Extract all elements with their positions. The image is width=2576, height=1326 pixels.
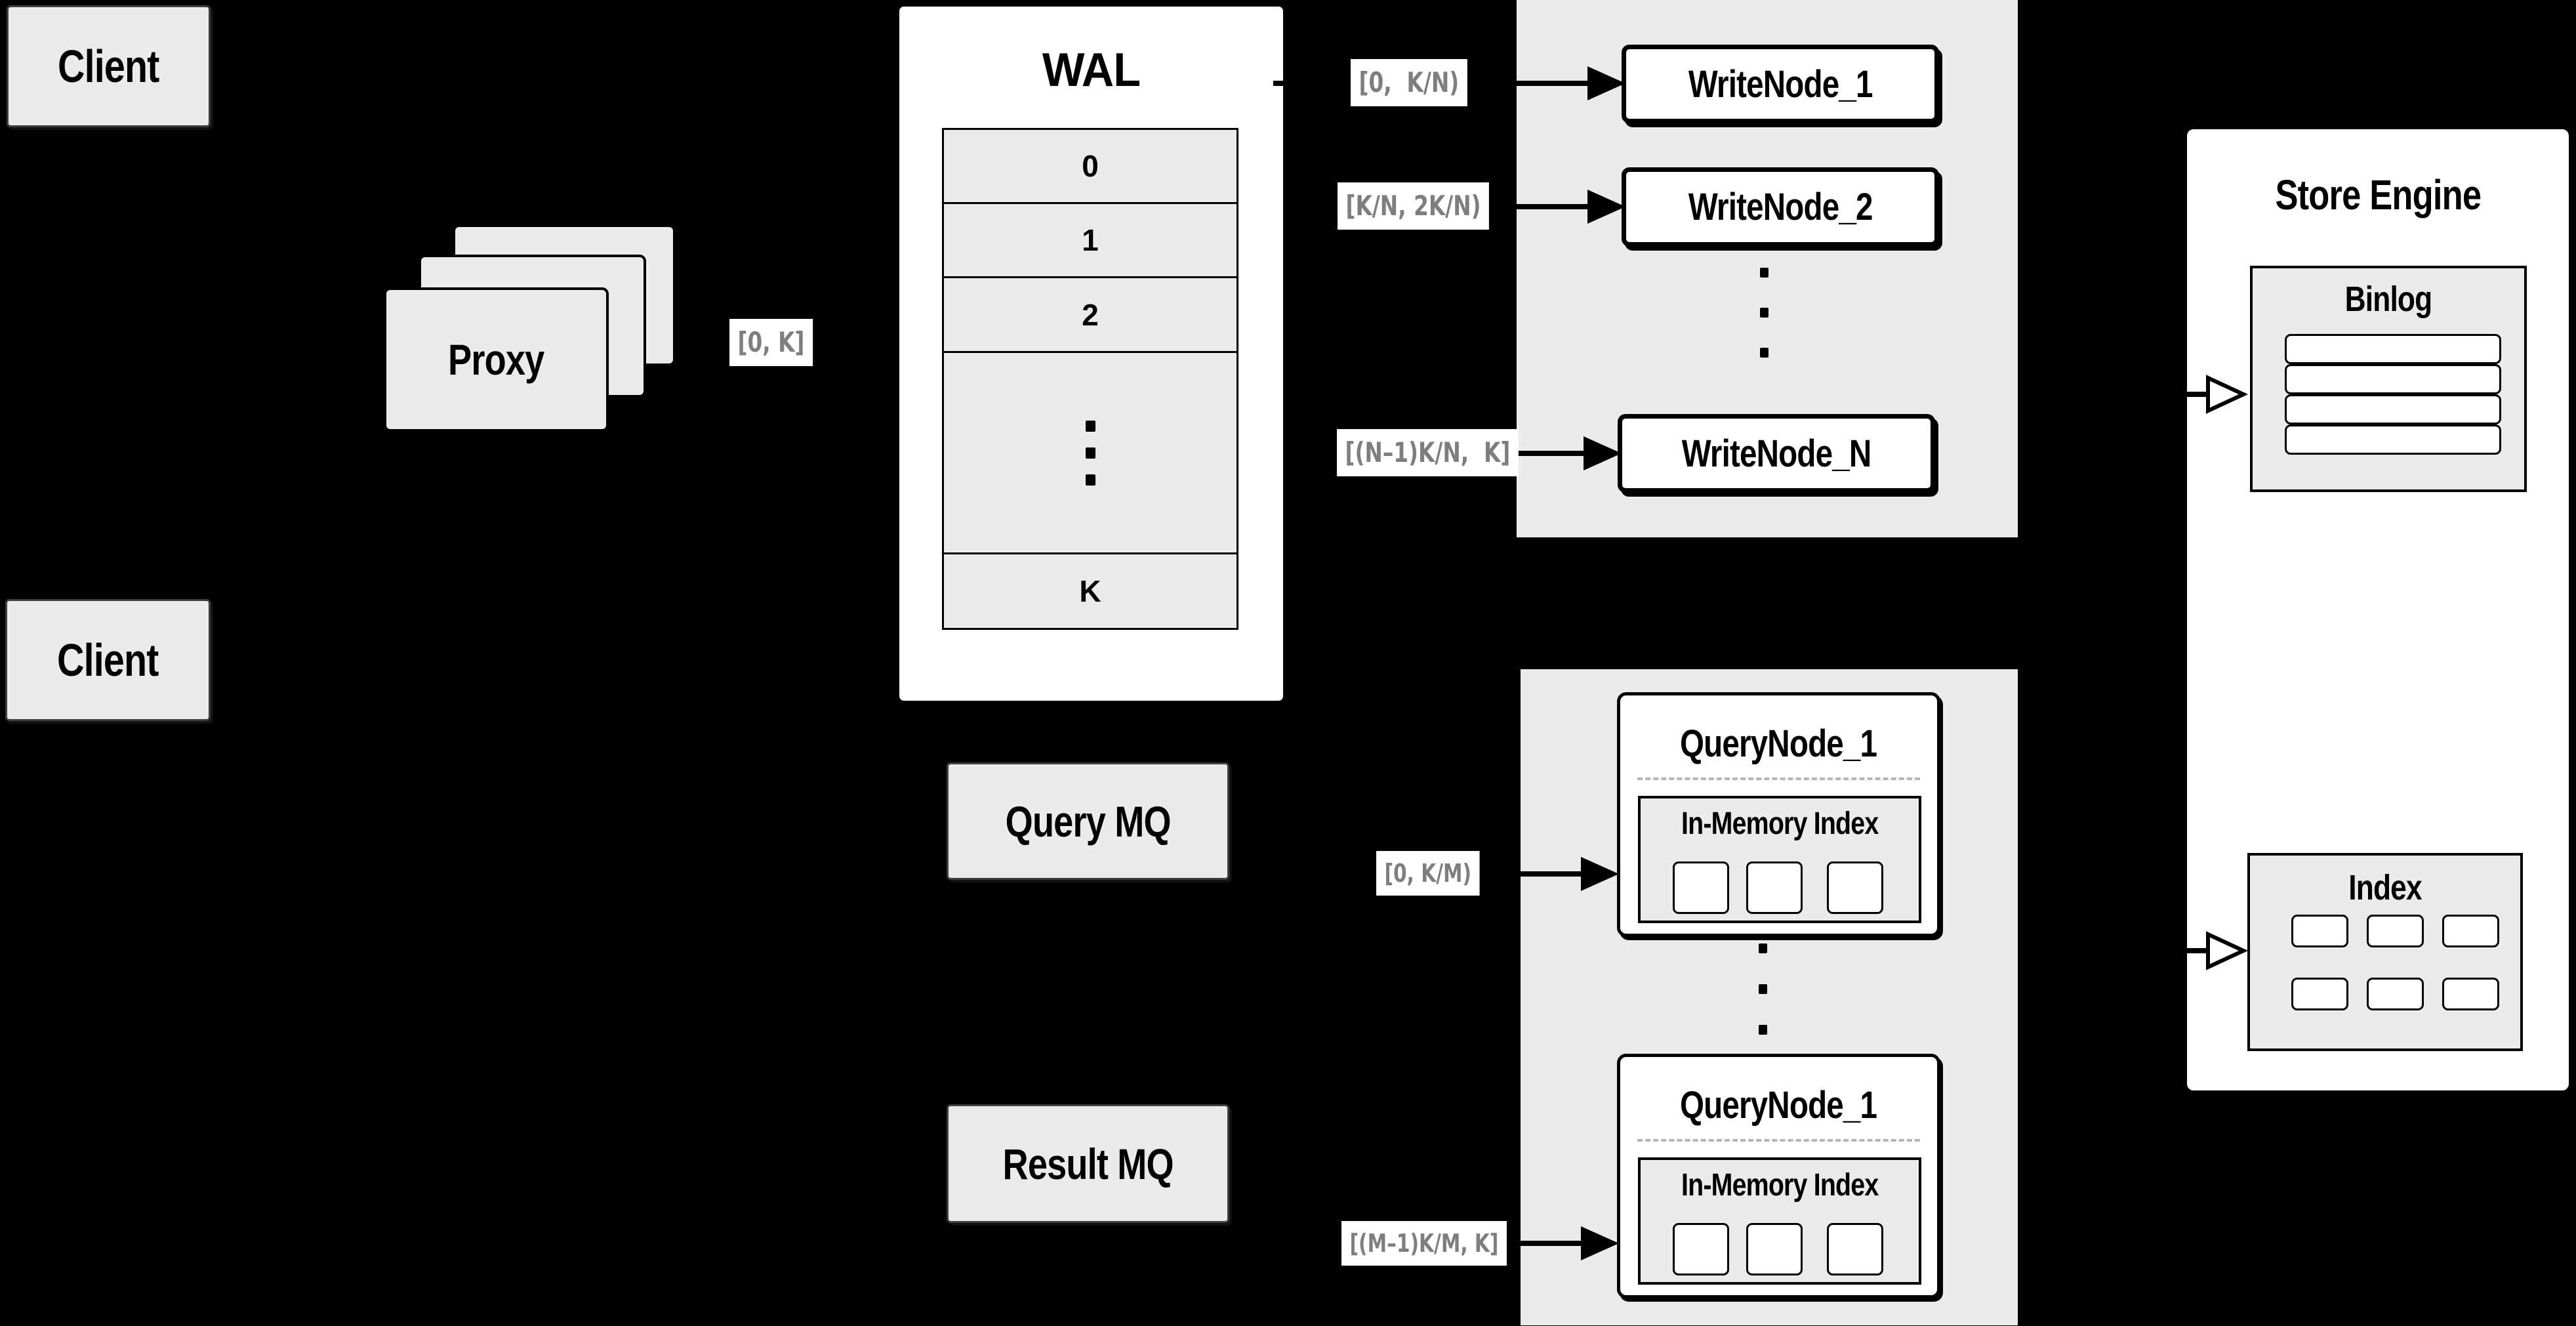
range-label-query-m: [(M–1)K/M, K] bbox=[1341, 1221, 1507, 1266]
result-mq-label: Result MQ bbox=[1002, 1139, 1174, 1188]
inmemory-index-label: In-Memory Index bbox=[1681, 1167, 1879, 1203]
index-cell bbox=[2367, 978, 2424, 1010]
store-engine-panel: Store Engine Binlog Index bbox=[2184, 127, 2571, 1093]
index-cell bbox=[1746, 861, 1803, 914]
wal-ellipsis-row bbox=[942, 351, 1238, 554]
range-label-query-1: [0, K/M) bbox=[1376, 851, 1480, 896]
wal-segment-row: 1 bbox=[942, 202, 1238, 278]
write-node-2-label: WriteNode_2 bbox=[1688, 186, 1873, 228]
write-node-2: WriteNode_2 bbox=[1622, 167, 1939, 247]
write-node-n-label: WriteNode_N bbox=[1681, 432, 1872, 475]
inmemory-index-label: In-Memory Index bbox=[1681, 806, 1879, 841]
wal-title-wrap: WAL bbox=[899, 41, 1283, 100]
client-box-top: Client bbox=[7, 5, 211, 127]
index-cell bbox=[2367, 915, 2424, 947]
wal-segment-table: 0 1 2 K bbox=[942, 128, 1238, 630]
wal-title: WAL bbox=[1042, 44, 1141, 96]
client-bottom-label: Client bbox=[57, 634, 159, 686]
range-label-write-1: [0, K/N) bbox=[1351, 59, 1467, 106]
index-cell bbox=[1673, 1223, 1729, 1275]
range-label-write-2: [K/N, 2K/N) bbox=[1338, 182, 1490, 230]
query-node-1-title: QueryNode_1 bbox=[1680, 722, 1877, 765]
store-engine-title: Store Engine bbox=[2275, 171, 2482, 218]
query-node-2-title-wrap: QueryNode_1 bbox=[1620, 1075, 1937, 1134]
index-cell bbox=[1673, 861, 1729, 914]
index-cell bbox=[2442, 978, 2499, 1010]
query-node-1-title-wrap: QueryNode_1 bbox=[1620, 714, 1937, 773]
index-cell bbox=[1827, 861, 1883, 914]
store-index-box: Index bbox=[2247, 853, 2523, 1051]
query-node-2-inmemory-index: In-Memory Index bbox=[1638, 1157, 1921, 1285]
proxy-label: Proxy bbox=[448, 335, 544, 384]
binlog-row bbox=[2285, 394, 2501, 425]
binlog-label: Binlog bbox=[2344, 280, 2433, 319]
query-node-1: QueryNode_1 In-Memory Index bbox=[1617, 692, 1940, 937]
binlog-row bbox=[2285, 425, 2501, 455]
binlog-row bbox=[2285, 334, 2501, 364]
query-node-2: QueryNode_1 In-Memory Index bbox=[1617, 1054, 1940, 1298]
wal-segment-row: 2 bbox=[942, 276, 1238, 353]
index-cell bbox=[2291, 978, 2348, 1010]
binlog-box: Binlog bbox=[2250, 266, 2527, 492]
write-node-1-label: WriteNode_1 bbox=[1688, 62, 1873, 106]
range-label-write-n: [(N–1)K/N, K] bbox=[1337, 429, 1519, 476]
index-cell bbox=[1827, 1223, 1883, 1275]
binlog-row bbox=[2285, 364, 2501, 394]
write-cluster-ellipsis-icon bbox=[1760, 268, 1768, 358]
index-cell bbox=[2291, 915, 2348, 947]
query-node-2-divider bbox=[1637, 1139, 1920, 1142]
write-node-n: WriteNode_N bbox=[1618, 414, 1935, 493]
client-box-bottom: Client bbox=[5, 599, 211, 721]
proxy-card-front: Proxy bbox=[384, 287, 609, 432]
query-cluster-ellipsis-icon bbox=[1759, 943, 1767, 1035]
query-node-2-title: QueryNode_1 bbox=[1680, 1083, 1877, 1127]
vertical-ellipsis-icon bbox=[1085, 405, 1095, 501]
store-index-label: Index bbox=[2348, 868, 2422, 907]
range-label-proxy-wal: [0, K] bbox=[729, 319, 813, 366]
wal-last-segment-row: K bbox=[942, 552, 1238, 630]
query-node-1-inmemory-index: In-Memory Index bbox=[1638, 796, 1921, 923]
index-cell bbox=[1746, 1223, 1803, 1275]
wal-box: WAL 0 1 2 K bbox=[897, 5, 1285, 703]
query-node-1-divider bbox=[1637, 777, 1920, 780]
result-mq-box: Result MQ bbox=[947, 1104, 1229, 1223]
client-top-label: Client bbox=[58, 41, 159, 92]
index-cell bbox=[2442, 915, 2499, 947]
store-engine-title-wrap: Store Engine bbox=[2187, 165, 2569, 224]
wal-segment-row: 0 bbox=[942, 128, 1238, 204]
query-mq-label: Query MQ bbox=[1005, 797, 1171, 846]
query-mq-box: Query MQ bbox=[947, 762, 1229, 880]
write-node-1: WriteNode_1 bbox=[1622, 45, 1939, 123]
